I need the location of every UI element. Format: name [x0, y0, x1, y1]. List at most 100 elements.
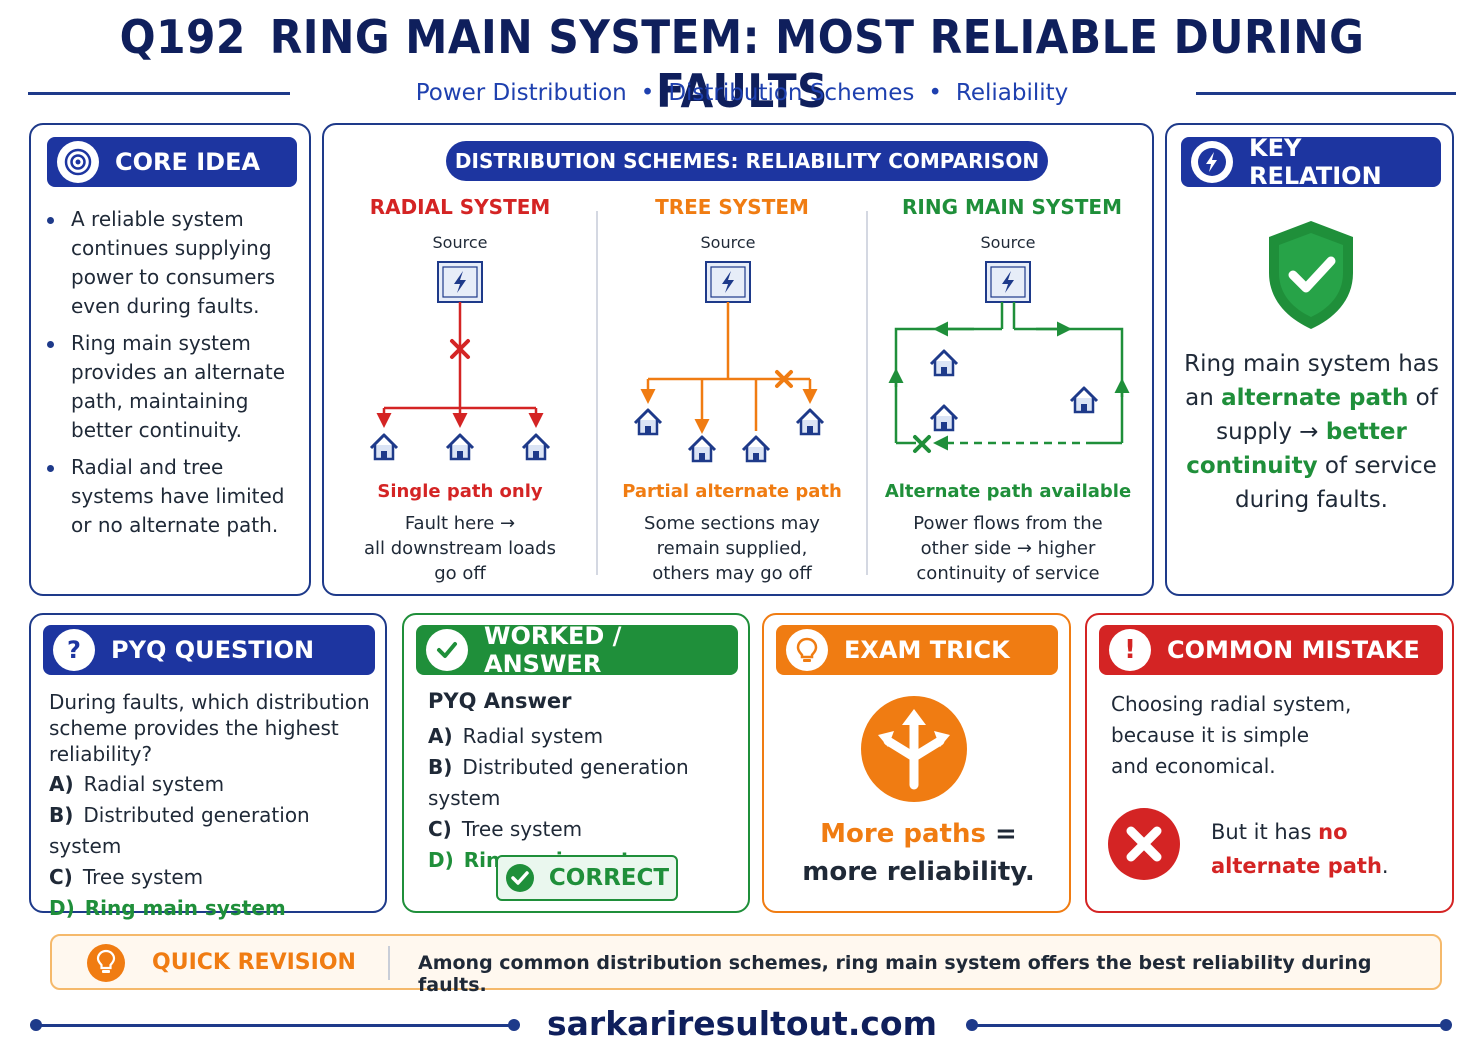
key-relation-text: Ring main system has an alternate path o…	[1184, 351, 1439, 513]
answer-option-a: A)Radial system	[428, 724, 604, 748]
radial-fault-mark	[450, 339, 470, 359]
common-mistake-card: ! COMMON MISTAKE Choosing radial system,…	[1085, 613, 1454, 913]
key-relation-header: KEY RELATION	[1181, 134, 1441, 190]
core-idea-header: CORE IDEA	[47, 137, 297, 187]
house-icon	[741, 435, 771, 463]
lightbulb-icon	[87, 944, 125, 982]
tree-source-label: Source	[700, 233, 756, 252]
house-icon	[929, 349, 959, 377]
key-relation-title: KEY RELATION	[1249, 134, 1382, 190]
ring-loop-top-right	[1014, 327, 1124, 443]
footer-dot	[1440, 1019, 1452, 1031]
topic-tags: Power Distribution•Distribution Schemes•…	[415, 80, 1069, 106]
tree-fault-mark	[775, 370, 793, 388]
answer-card: WORKED / ANSWER PYQ Answer A)Radial syst…	[402, 613, 750, 913]
core-idea-bullet: Radial and tree systems have limited or …	[47, 453, 305, 540]
answer-option-b: B)Distributed generation system	[428, 755, 689, 810]
check-circle-icon	[426, 629, 468, 671]
exam-trick-title: EXAM TRICK	[844, 636, 1010, 664]
common-mistake-header: ! COMMON MISTAKE	[1099, 625, 1443, 675]
ring-source-icon	[985, 261, 1031, 303]
house-icon	[929, 404, 959, 432]
header-rule-right	[1196, 92, 1456, 95]
answer-heading: PYQ Answer	[428, 689, 572, 713]
tree-title: TREE SYSTEM	[655, 195, 809, 219]
house-icon	[633, 408, 663, 436]
core-idea-card: CORE IDEA A reliable system continues su…	[29, 123, 311, 596]
radial-title: RADIAL SYSTEM	[369, 195, 551, 219]
core-idea-bullet: A reliable system continues supplying po…	[47, 205, 305, 321]
footer-rule-left	[36, 1024, 514, 1027]
comparison-card: DISTRIBUTION SCHEMES: RELIABILITY COMPAR…	[322, 123, 1154, 596]
footer-dot	[508, 1019, 520, 1031]
radial-caption-head: Single path only	[377, 481, 543, 502]
answer-options: A)Radial system B)Distributed generation…	[428, 721, 748, 876]
quick-revision-text: Among common distribution schemes, ring …	[418, 952, 1372, 996]
common-mistake-title: COMMON MISTAKE	[1167, 636, 1420, 664]
answer-option-c: C)Tree system	[428, 817, 583, 841]
ring-caption-head: Alternate path available	[884, 481, 1132, 502]
option-a: A)Radial system	[49, 772, 225, 796]
ring-fault-mark	[913, 435, 931, 453]
lightbulb-icon	[786, 629, 828, 671]
radial-source-icon	[437, 261, 483, 303]
core-idea-title: CORE IDEA	[115, 148, 261, 176]
house-icon	[687, 435, 717, 463]
check-icon	[505, 864, 534, 892]
question-icon: ?	[53, 629, 95, 671]
core-idea-bullet: Ring main system provides an alternate p…	[47, 329, 305, 445]
comparison-header: DISTRIBUTION SCHEMES: RELIABILITY COMPAR…	[446, 141, 1048, 181]
pyq-card: ? PYQ QUESTION During faults, which dist…	[29, 613, 387, 920]
pyq-header: ? PYQ QUESTION	[43, 625, 375, 675]
footer-dot	[30, 1019, 42, 1031]
page-title: Q192 RING MAIN SYSTEM: MOST RELIABLE DURI…	[59, 10, 1424, 118]
footer-site[interactable]: sarkariresultout.com	[547, 1004, 937, 1043]
tag-distribution-schemes: Distribution Schemes	[668, 80, 915, 106]
exam-trick-text: More paths = more reliability.	[802, 819, 1035, 887]
option-c: C)Tree system	[49, 865, 204, 889]
ring-title: RING MAIN SYSTEM	[902, 195, 1122, 219]
comparison-diagram	[369, 211, 1130, 575]
target-icon	[57, 141, 99, 183]
answer-header: WORKED / ANSWER	[416, 622, 738, 678]
title-text: RING MAIN SYSTEM: MOST RELIABLE DURING F…	[269, 10, 1365, 118]
header-rule-left	[28, 92, 290, 95]
exclamation-icon: !	[1109, 629, 1151, 671]
key-relation-card: KEY RELATION Ring main system has an alt…	[1165, 123, 1454, 596]
revision-divider	[388, 946, 390, 980]
radial-source-label: Source	[432, 233, 488, 252]
house-icon	[521, 433, 551, 461]
footer-rule-right	[972, 1024, 1448, 1027]
tree-source-icon	[705, 261, 751, 303]
pyq-title: PYQ QUESTION	[111, 636, 315, 664]
mistake-text: Choosing radial system,because it is sim…	[1111, 692, 1352, 778]
pyq-question: During faults, which distribution scheme…	[49, 690, 370, 766]
footer-dot	[966, 1019, 978, 1031]
mistake-but-text: But it has no alternate path.	[1211, 820, 1389, 878]
correct-badge: CORRECT	[496, 855, 678, 901]
pyq-options: A)Radial system B)Distributed generation…	[49, 769, 385, 924]
option-d: D)Ring main system	[49, 896, 286, 920]
tag-power-distribution: Power Distribution	[415, 80, 627, 106]
ring-source-label: Source	[980, 233, 1036, 252]
tag-reliability: Reliability	[955, 80, 1069, 106]
quick-revision-bar: QUICK REVISION Among common distribution…	[50, 934, 1442, 996]
house-icon	[795, 408, 825, 436]
lightning-icon	[1191, 141, 1233, 183]
answer-title: WORKED / ANSWER	[484, 622, 622, 678]
cross-circle-icon	[1108, 808, 1180, 880]
house-icon	[1069, 386, 1099, 414]
tree-caption-head: Partial alternate path	[622, 481, 842, 502]
split-arrows-icon	[861, 696, 967, 802]
question-number: Q192	[119, 10, 246, 64]
comparison-title: DISTRIBUTION SCHEMES: RELIABILITY COMPAR…	[454, 149, 1040, 173]
shield-check-icon	[1269, 221, 1353, 329]
core-idea-list: A reliable system continues supplying po…	[47, 205, 305, 548]
option-b: B)Distributed generation system	[49, 803, 310, 858]
exam-trick-card: EXAM TRICK More paths = more reliability…	[762, 613, 1071, 913]
house-icon	[445, 433, 475, 461]
quick-revision-label: QUICK REVISION	[152, 950, 356, 975]
